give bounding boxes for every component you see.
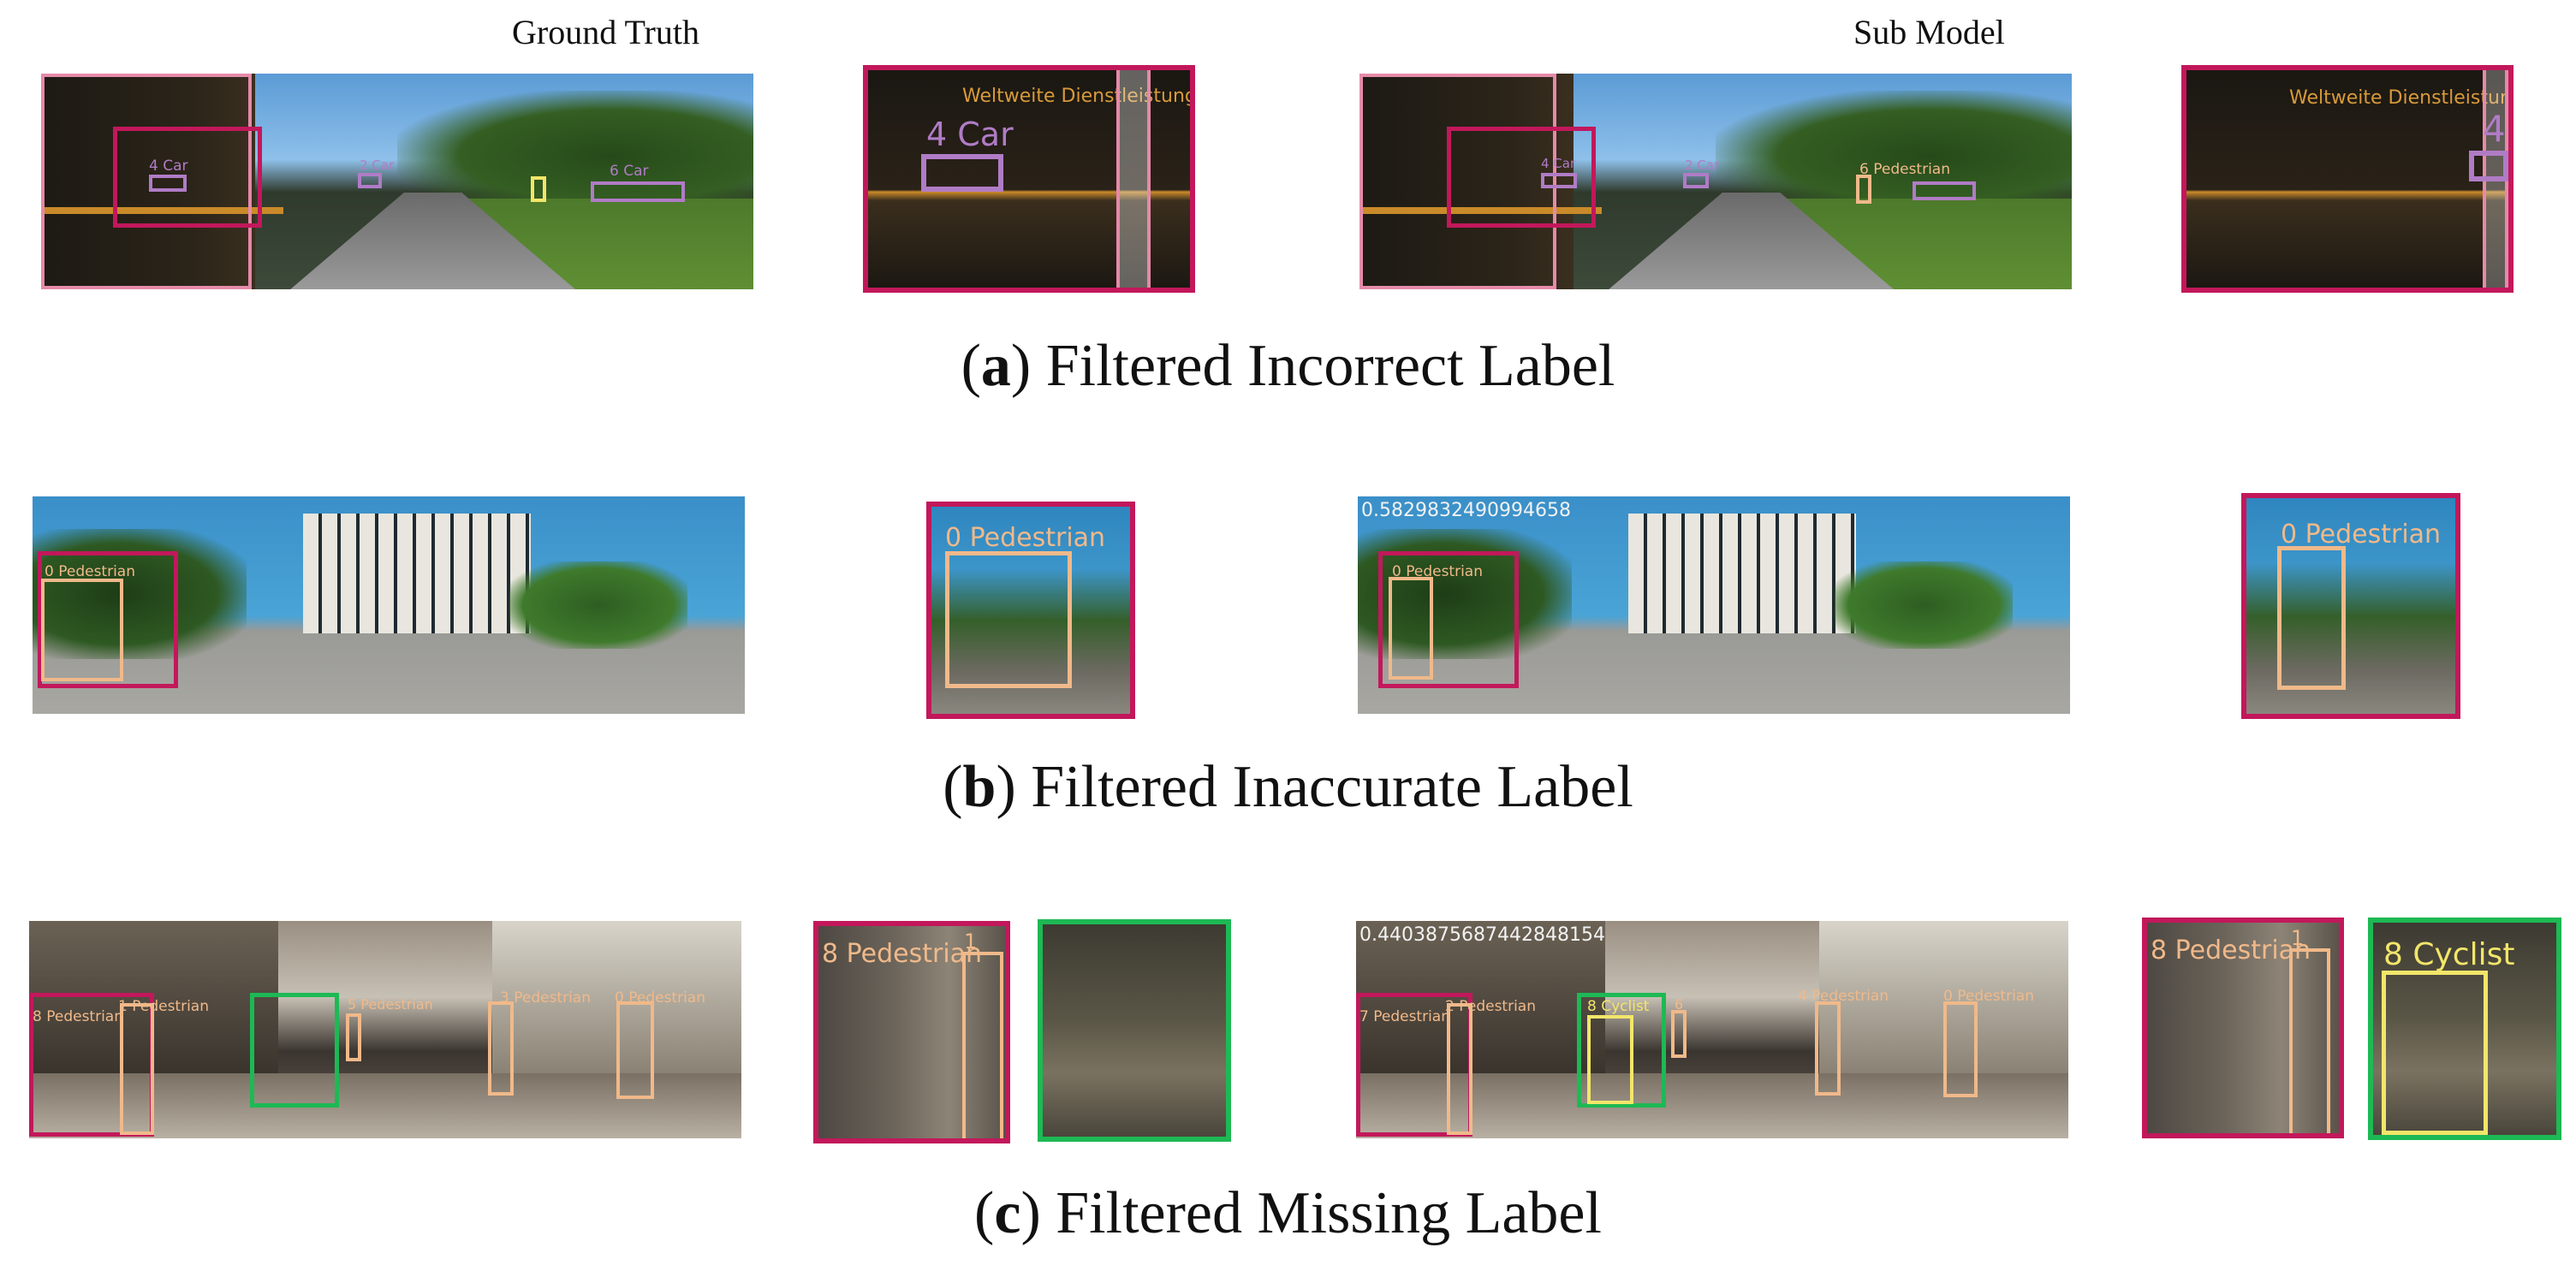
pedestrian-label: 1 Pedestrian xyxy=(118,998,210,1015)
car-box xyxy=(1541,173,1577,188)
cyclist-label: 8 Cyclist xyxy=(2383,937,2515,972)
row-c-sub-model-zoom-pedestrian: 8 Pedestrian 1 xyxy=(2142,918,2344,1138)
caption-b: (b) Filtered Inaccurate Label xyxy=(943,754,1633,820)
pedestrian-box xyxy=(120,1003,154,1135)
car-box xyxy=(591,181,685,202)
row-a-ground-truth-image: 4 Car 2 Car 6 Car xyxy=(41,74,753,289)
row-c-sub-model-image: 0.4403875687442848154 7 Pedestrian 2 Ped… xyxy=(1356,921,2068,1138)
pedestrian-box xyxy=(2277,546,2346,690)
pedestrian-box xyxy=(488,1001,514,1096)
row-c-ground-truth-image: 8 Pedestrian 1 Pedestrian 5 Pedestrian 3… xyxy=(29,921,741,1138)
car-box xyxy=(921,154,1003,192)
sub-model-header: Sub Model xyxy=(1853,13,2005,51)
car-box xyxy=(149,175,187,192)
pedestrian-label: 7 Pedestrian xyxy=(1359,1008,1451,1025)
pedestrian-box xyxy=(1943,1001,1978,1097)
caption-a: (a) Filtered Incorrect Label xyxy=(961,333,1615,399)
pedestrian-label: 0 Pedestrian xyxy=(2281,520,2442,549)
cyclist-label: 8 Cyclist xyxy=(1587,998,1650,1015)
pedestrian-box xyxy=(1389,577,1433,680)
car-label: 4 Car xyxy=(926,116,1014,153)
pedestrian-label: 1 xyxy=(2291,926,2305,950)
missing-label-box xyxy=(250,993,339,1108)
car-box xyxy=(1683,173,1709,188)
car-box xyxy=(2469,151,2508,181)
car-box xyxy=(1913,181,1976,200)
row-a-sub-model-zoom: Weltweite Dienstleistungen 4 xyxy=(2181,65,2514,293)
pedestrian-label: 2 Pedestrian xyxy=(1445,998,1537,1015)
highlight-box xyxy=(1378,551,1519,688)
missing-label-box xyxy=(1577,993,1666,1108)
pedestrian-label: 0 Pedestrian xyxy=(45,563,136,580)
row-a-sub-model-image: 4 Car 2 Car 6 Pedestrian xyxy=(1359,74,2072,289)
pedestrian-label: 3 Pedestrian xyxy=(500,989,592,1007)
row-c-ground-truth-zoom-cyclist xyxy=(1038,919,1231,1142)
highlight-box xyxy=(38,551,178,688)
caption-c: (c) Filtered Missing Label xyxy=(974,1180,1602,1246)
pedestrian-label: 0 Pedestrian xyxy=(1943,988,2035,1005)
car-label: 4 xyxy=(2483,108,2506,150)
car-box xyxy=(358,173,382,188)
pedestrian-label: 8 Pedestrian xyxy=(33,1008,124,1025)
pedestrian-label: 6 xyxy=(1675,996,1684,1013)
car-label: 6 Car xyxy=(610,163,649,180)
truck-edge-box xyxy=(1116,70,1151,288)
pedestrian-label: 0 Pedestrian xyxy=(1392,563,1484,580)
pedestrian-label: 5 Pedestrian xyxy=(348,996,433,1013)
row-b-ground-truth-zoom: 0 Pedestrian xyxy=(926,502,1135,719)
pedestrian-box xyxy=(1447,1003,1472,1135)
cyclist-box xyxy=(2382,971,2488,1135)
ground-truth-header: Ground Truth xyxy=(512,13,699,51)
pedestrian-box xyxy=(1815,1001,1841,1096)
row-c-ground-truth-zoom-pedestrian: 8 Pedestrian 1 xyxy=(813,921,1010,1143)
pedestrian-label: 4 Pedestrian xyxy=(1798,988,1889,1005)
highlight-box xyxy=(1447,127,1596,228)
truck-outline-box xyxy=(1359,74,1556,289)
pedestrian-label: 1 xyxy=(964,930,978,953)
pedestrian-label: 0 Pedestrian xyxy=(615,989,706,1007)
car-label: 2 Car xyxy=(1685,157,1720,173)
pedestrian-box xyxy=(1856,175,1871,204)
car-label: 4 Car xyxy=(149,157,188,175)
truck-outline-box xyxy=(41,74,252,289)
pedestrian-box xyxy=(945,551,1072,688)
pedestrian-box xyxy=(531,176,546,202)
pedestrian-label: 8 Pedestrian xyxy=(2151,935,2311,965)
cyclist-box xyxy=(1587,1015,1633,1104)
row-b-ground-truth-image: 0 Pedestrian xyxy=(33,496,745,714)
confidence-score: 0.5829832490994658 xyxy=(1361,500,1571,521)
row-a-ground-truth-zoom: Weltweite Dienstleistungen 4 Car xyxy=(863,65,1195,293)
pedestrian-label: 6 Pedestrian xyxy=(1859,161,1951,178)
row-b-sub-model-image: 0.5829832490994658 0 Pedestrian xyxy=(1358,496,2070,714)
car-label: 2 Car xyxy=(360,157,395,173)
row-b-sub-model-zoom: 0 Pedestrian xyxy=(2241,493,2460,719)
pedestrian-box xyxy=(346,1013,361,1061)
pedestrian-box xyxy=(41,579,123,681)
highlight-box xyxy=(113,127,262,228)
confidence-score: 0.4403875687442848154 xyxy=(1359,924,1605,946)
pedestrian-label: 0 Pedestrian xyxy=(945,523,1106,553)
pedestrian-box xyxy=(962,952,1003,1138)
row-c-sub-model-zoom-cyclist: 8 Cyclist xyxy=(2368,918,2561,1140)
pedestrian-box xyxy=(2289,948,2330,1133)
pedestrian-box xyxy=(1671,1010,1687,1058)
pedestrian-box xyxy=(616,1001,654,1099)
pedestrian-label: 8 Pedestrian xyxy=(822,939,983,969)
car-label: 4 Car xyxy=(1541,156,1576,171)
